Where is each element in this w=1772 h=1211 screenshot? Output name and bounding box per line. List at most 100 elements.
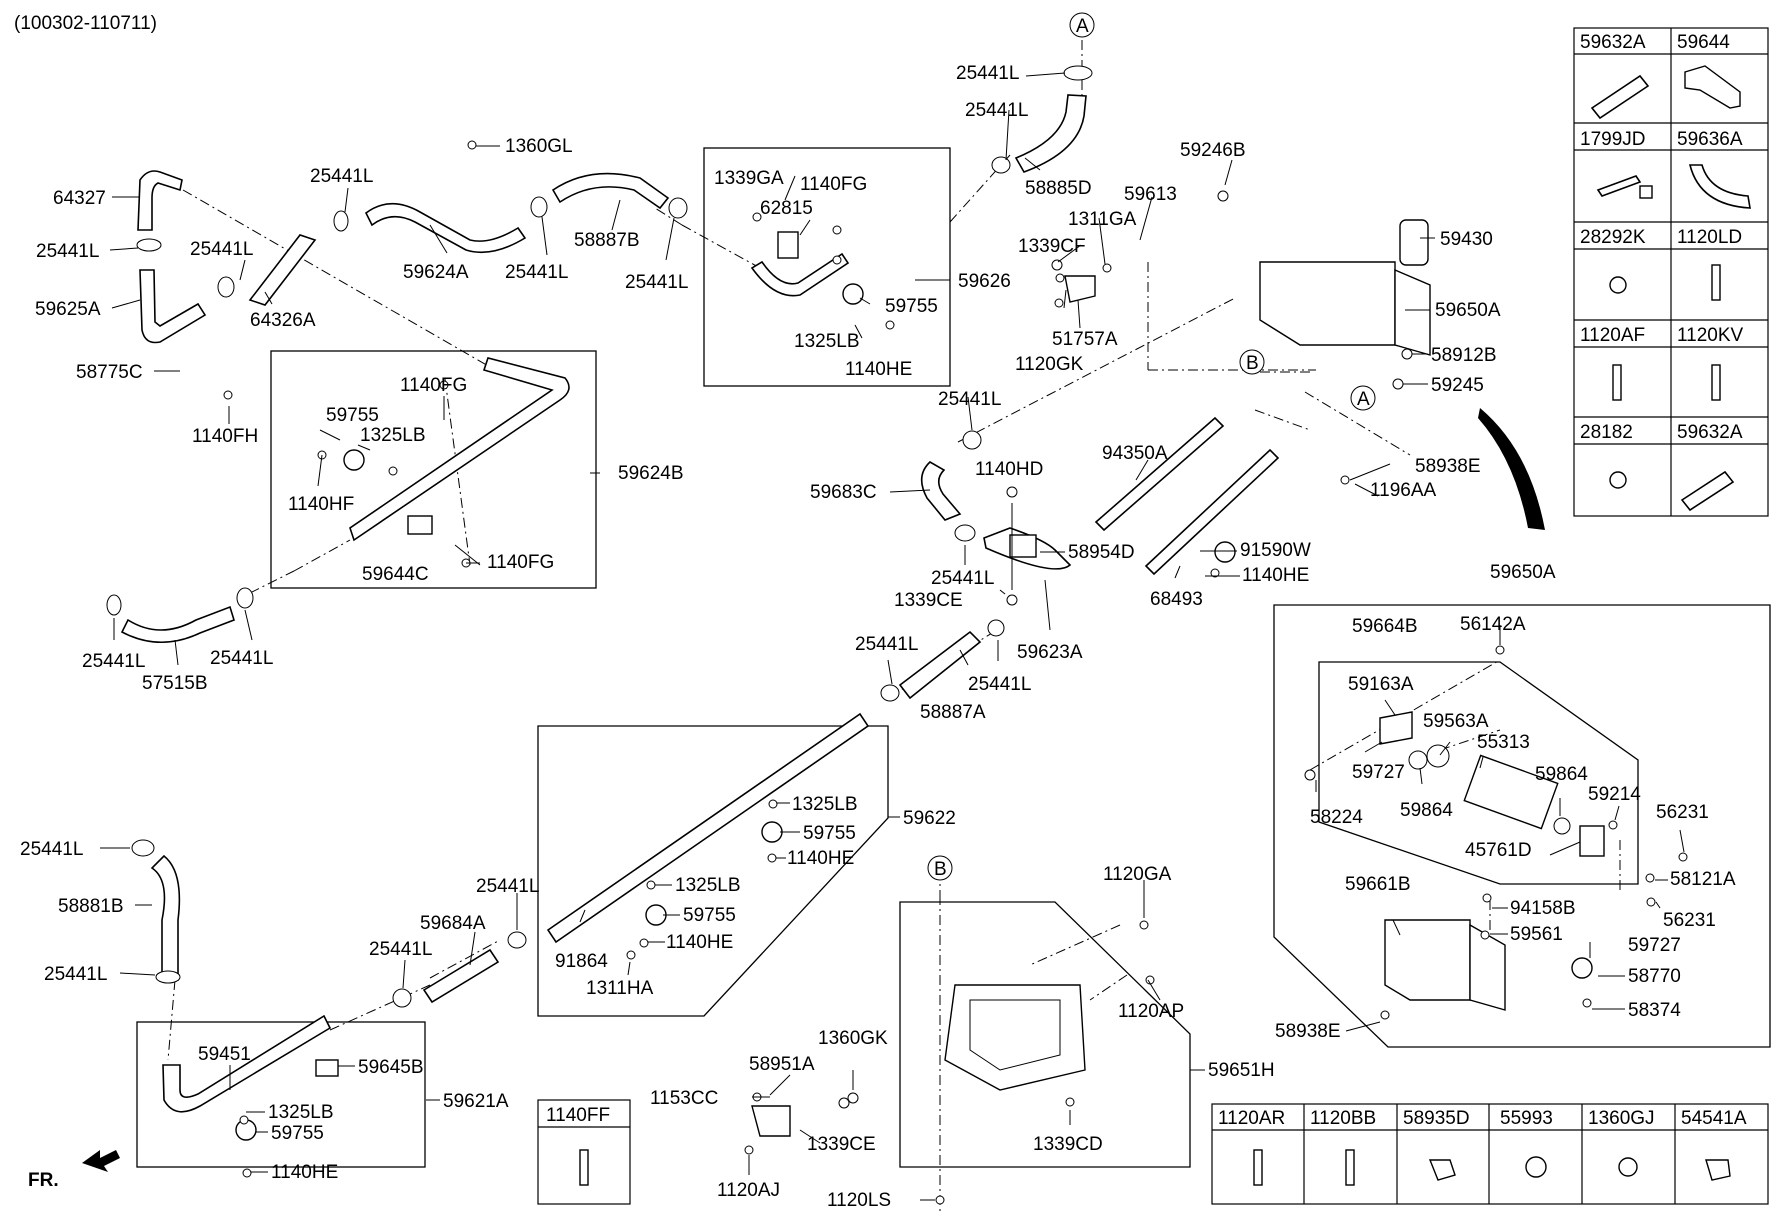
label-1120GK: 1120GK	[1015, 354, 1084, 375]
legend-cell-28292K: 28292K	[1580, 227, 1646, 248]
label-59727: 59727	[1352, 762, 1405, 783]
label-25441L: 25441L	[210, 648, 273, 669]
label-58938E: 58938E	[1415, 456, 1481, 477]
front-label: FR.	[28, 1170, 59, 1191]
label-59755: 59755	[271, 1123, 324, 1144]
label-1140FG: 1140FG	[487, 552, 554, 573]
label-59727: 59727	[1628, 935, 1681, 956]
label-58121A: 58121A	[1670, 869, 1736, 890]
label-25441L: 25441L	[476, 876, 539, 897]
bracket-58954D	[1009, 534, 1037, 558]
fasteners	[223, 140, 1688, 1205]
label-59626: 59626	[958, 271, 1011, 292]
label-59755: 59755	[885, 296, 938, 317]
label-1140FH: 1140FH	[192, 426, 258, 447]
label-56231: 56231	[1663, 910, 1716, 931]
hose-64326A	[248, 234, 317, 306]
hose-58887B	[551, 172, 670, 210]
label-1360GK: 1360GK	[818, 1028, 888, 1049]
label-25441L: 25441L	[310, 166, 373, 187]
label-58954D: 58954D	[1068, 542, 1135, 563]
label-91590W: 91590W	[1240, 540, 1311, 561]
label-1140HE: 1140HE	[666, 932, 733, 953]
label-59644C: 59644C	[362, 564, 429, 585]
label-58224: 58224	[1310, 807, 1363, 828]
hose-64327	[137, 170, 183, 231]
heater-unit	[1259, 261, 1396, 346]
label-25441L: 25441L	[82, 651, 145, 672]
label-1140HE: 1140HE	[845, 359, 912, 380]
label-1325LB: 1325LB	[360, 425, 426, 446]
holder-59755-a	[842, 283, 864, 305]
part-labels: 64327 25441L 59625A 58775C 1140FH 25441L…	[20, 63, 1736, 1211]
frame-59626	[703, 147, 951, 387]
label-25441L: 25441L	[956, 63, 1019, 84]
label-25441L: 25441L	[505, 262, 568, 283]
legend-cell-1360GJ: 1360GJ	[1588, 1108, 1655, 1129]
holder-59755-b	[343, 449, 365, 471]
label-59561: 59561	[1510, 924, 1563, 945]
bracket-58951A	[751, 1105, 791, 1137]
label-59625A: 59625A	[35, 299, 101, 320]
hose-58885D	[1014, 94, 1087, 173]
svg-text:A: A	[1357, 389, 1370, 410]
leader-lines	[100, 72, 1685, 1201]
label-1196AA: 1196AA	[1370, 480, 1437, 501]
label-1120AJ: 1120AJ	[717, 1180, 780, 1201]
label-25441L: 25441L	[20, 839, 83, 860]
frame-59621A	[136, 1021, 426, 1168]
label-45761D: 45761D	[1465, 840, 1532, 861]
marker-b-bottom: B	[927, 855, 953, 881]
label-59755: 59755	[683, 905, 736, 926]
label-58887B: 58887B	[574, 230, 640, 251]
seal-ring-59864-a	[1408, 750, 1428, 770]
label-1140HE: 1140HE	[787, 848, 854, 869]
svg-text:B: B	[1246, 353, 1259, 374]
hose-59621A	[162, 1014, 332, 1113]
legend-cell-1140FF: 1140FF	[546, 1105, 610, 1126]
block-45761D	[1579, 825, 1605, 857]
label-59650A: 59650A	[1490, 562, 1556, 583]
legend-cell-59644: 59644	[1677, 32, 1730, 53]
bracket-51757A	[1064, 275, 1096, 303]
legend-table-bottom: 1120AR 1120BB 58935D 55993 1360GJ 54541A	[1211, 1103, 1769, 1205]
label-1339CF: 1339CF	[1018, 236, 1086, 257]
frame-59650A	[1273, 604, 1771, 1048]
label-59613: 59613	[1124, 184, 1177, 205]
hose-59622	[546, 712, 870, 944]
legend-cell-1120AF: 1120AF	[1580, 325, 1645, 346]
label-1311GA: 1311GA	[1068, 209, 1137, 230]
marker-a-mid: A	[1350, 385, 1376, 411]
label-25441L: 25441L	[968, 674, 1031, 695]
hose-59683C	[920, 461, 962, 521]
hose-94350A	[1094, 416, 1225, 532]
label-58938E: 58938E	[1275, 1021, 1341, 1042]
legend-cell-1120BB: 1120BB	[1310, 1108, 1376, 1129]
label-1120AP: 1120AP	[1118, 1001, 1184, 1022]
label-1339GA: 1339GA	[714, 168, 784, 189]
hose-68493	[1144, 448, 1280, 576]
label-58374: 58374	[1628, 1000, 1681, 1021]
label-59245: 59245	[1431, 375, 1484, 396]
hose-59625A	[139, 269, 207, 344]
label-59624B: 59624B	[618, 463, 684, 484]
label-1325LB: 1325LB	[792, 794, 858, 815]
code-range: (100302-110711)	[14, 13, 157, 34]
holder-59755-c	[761, 821, 783, 843]
components	[235, 219, 1605, 1141]
label-1153CC: 1153CC	[650, 1088, 718, 1109]
frame-59664B	[1318, 661, 1639, 885]
frame-59624B	[270, 350, 597, 589]
bracket-59651H-inner	[969, 999, 1061, 1071]
label-25441L: 25441L	[44, 964, 107, 985]
legend-cell-54541A: 54541A	[1681, 1108, 1747, 1129]
svg-text:A: A	[1076, 16, 1089, 37]
label-1140HD: 1140HD	[975, 459, 1043, 480]
legend-box-1140FF: 1140FF	[537, 1099, 631, 1205]
label-1140HE: 1140HE	[271, 1162, 338, 1183]
label-1339CD: 1339CD	[1033, 1134, 1103, 1155]
label-68493: 68493	[1150, 589, 1203, 610]
label-59622: 59622	[903, 808, 956, 829]
svg-text:B: B	[934, 859, 947, 880]
label-58881B: 58881B	[58, 896, 124, 917]
